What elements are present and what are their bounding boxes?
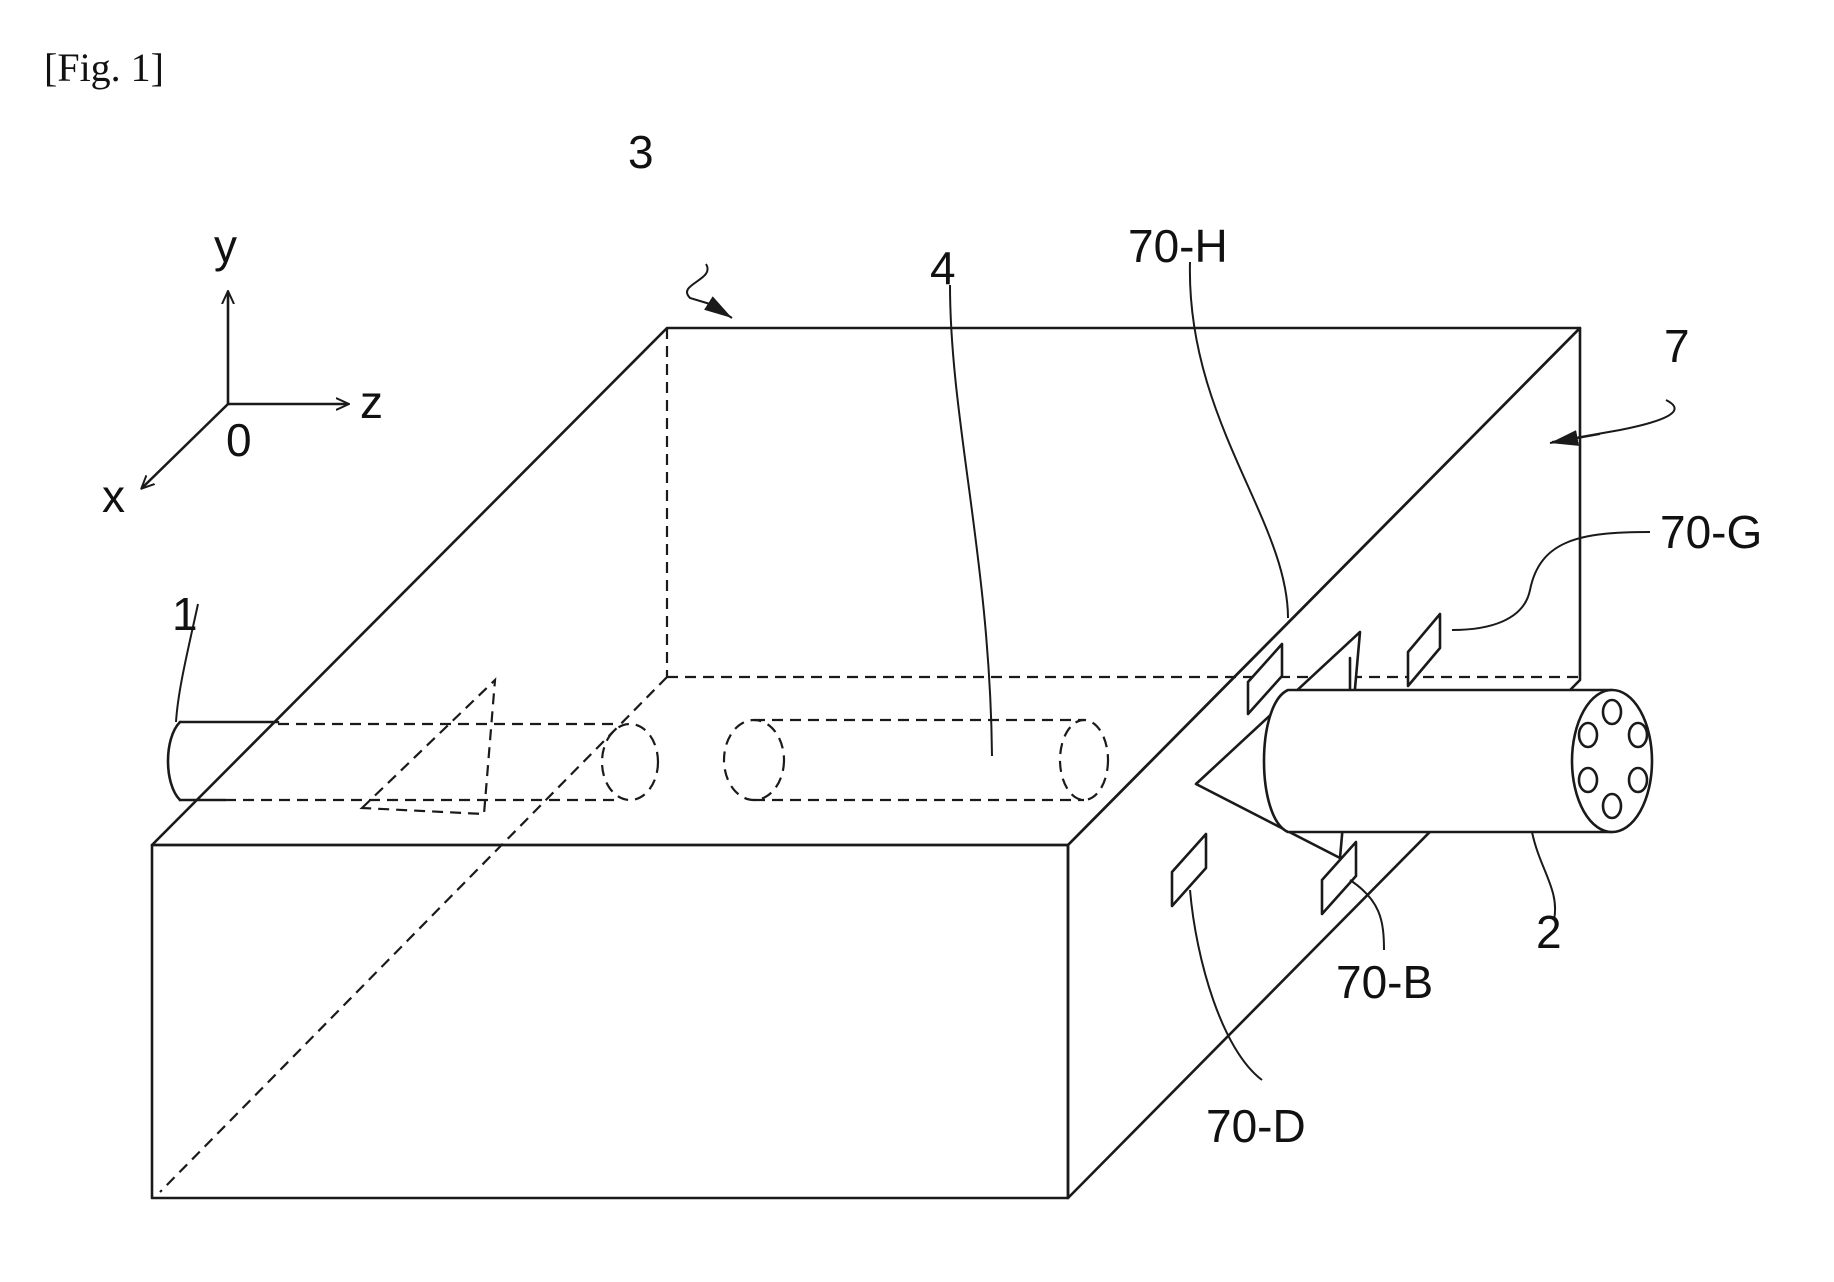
internal-components: [225, 677, 1110, 816]
hidden-bottom-diagonal-edge: [159, 676, 668, 1193]
label-2: 2: [1536, 906, 1562, 958]
right-face: [1066, 326, 1582, 1200]
leader-4: [949, 284, 993, 757]
fiber-core: [1601, 698, 1623, 726]
label-70-h: 70-H: [1128, 220, 1228, 272]
x-axis-label: x: [102, 470, 125, 522]
label-70-g: 70-G: [1660, 506, 1762, 558]
leader-1: [175, 603, 199, 723]
fiber-core: [1627, 766, 1649, 794]
label-70-d: 70-D: [1206, 1100, 1306, 1152]
component-4-right-end: [1058, 718, 1110, 802]
leader-2: [1531, 831, 1557, 921]
port-70-d: [1170, 832, 1208, 908]
y-axis-label: y: [214, 220, 237, 272]
output-fiber-2: [1262, 688, 1654, 834]
fiber-2-end-face: [1570, 688, 1654, 834]
fiber-1-end: [600, 722, 660, 802]
leader-70-h: [1188, 261, 1289, 619]
port-70-g: [1406, 612, 1442, 688]
component-4-left-end: [722, 718, 786, 802]
leader-7-arrow: [1549, 430, 1601, 446]
component-4: [722, 718, 1110, 802]
internal-plate: [359, 677, 497, 816]
input-fiber-1: [166, 720, 280, 802]
fiber-core: [1601, 792, 1623, 820]
leader-3-arrow: [704, 296, 733, 319]
port-70-h: [1246, 642, 1284, 716]
fiber-1-left-end: [166, 720, 182, 802]
port-70-b: [1320, 840, 1358, 916]
leader-70-d: [1189, 889, 1263, 1081]
label-7: 7: [1664, 320, 1690, 372]
fiber-core: [1577, 766, 1599, 794]
front-face: [150, 843, 1070, 1200]
coordinate-axes: y z x 0: [102, 220, 383, 522]
leader-lines: [175, 261, 1676, 1081]
label-70-b: 70-B: [1336, 956, 1433, 1008]
leader-7: [1551, 399, 1676, 443]
label-1: 1: [172, 588, 198, 640]
leader-70-g: [1451, 531, 1651, 631]
figure-caption: [Fig. 1]: [44, 45, 164, 90]
fiber-core: [1627, 721, 1649, 749]
x-axis-arrow: [142, 402, 230, 488]
leader-3: [686, 263, 711, 305]
origin-label: 0: [226, 414, 252, 466]
leader-70-b: [1349, 879, 1385, 951]
label-3: 3: [628, 126, 654, 178]
label-4: 4: [930, 242, 956, 294]
z-axis-label: z: [360, 376, 383, 428]
fiber-core: [1577, 721, 1599, 749]
enclosure-box: [150, 326, 1582, 1200]
fiber-2-body: [1262, 688, 1614, 834]
